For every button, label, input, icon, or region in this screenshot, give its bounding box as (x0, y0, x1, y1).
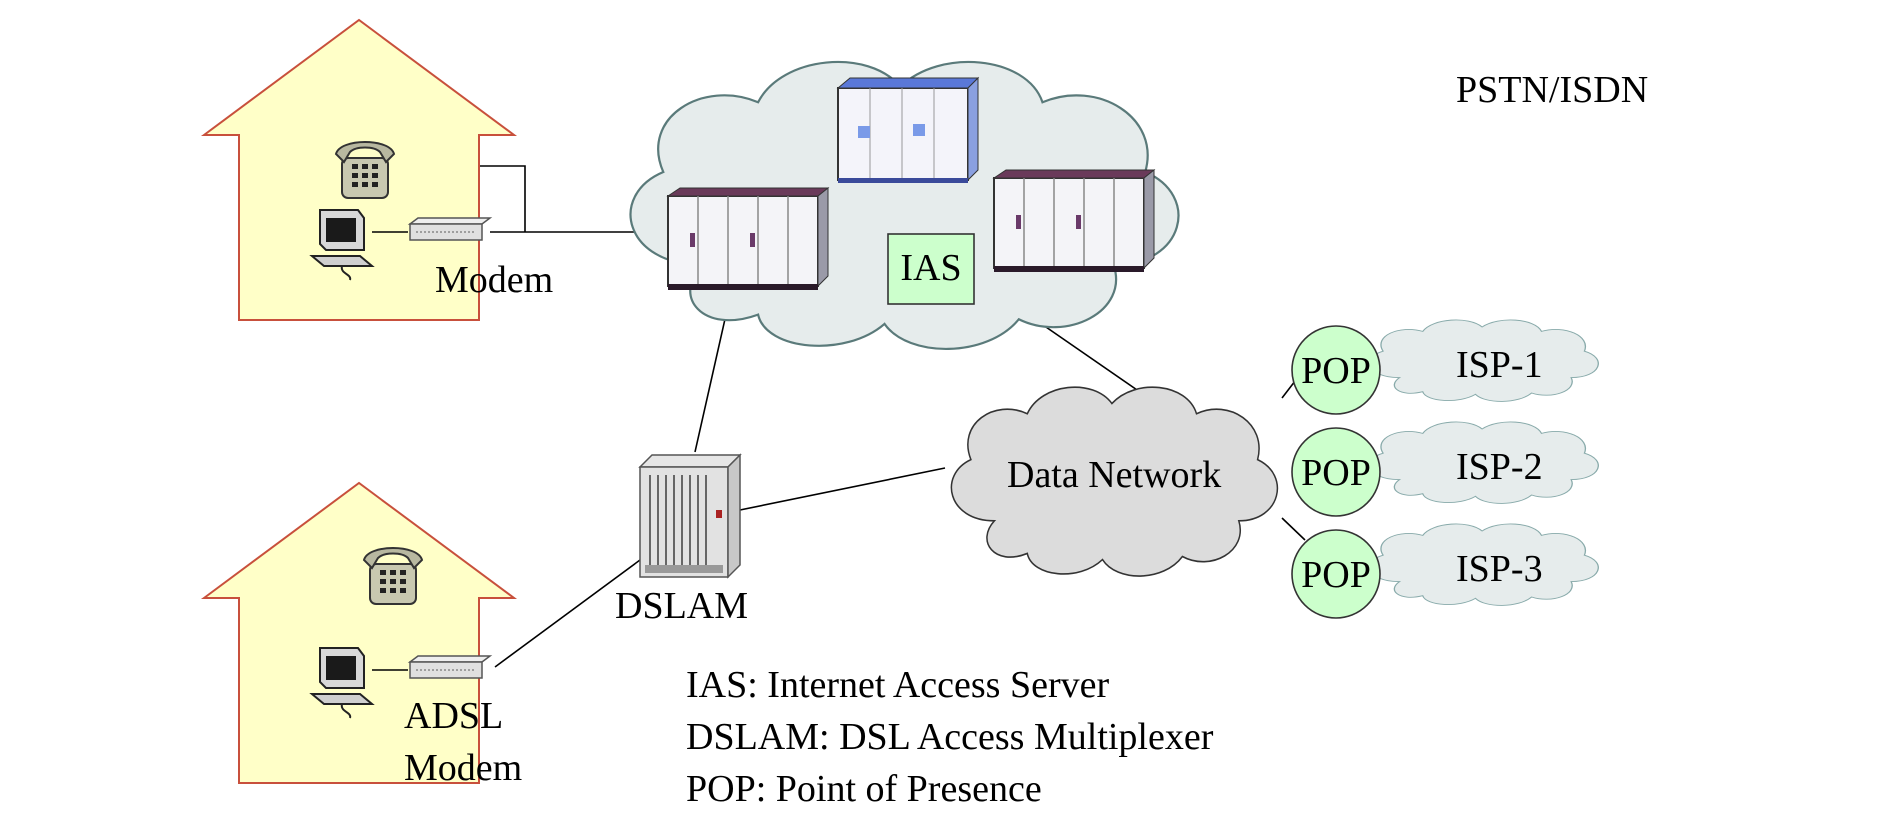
pstn-label: PSTN/ISDN (1456, 69, 1648, 111)
legend: IAS: Internet Access Server DSLAM: DSL A… (686, 664, 1214, 810)
pop-label: POP (1301, 452, 1371, 494)
isp-label-3: ISP-3 (1456, 548, 1543, 590)
adsl-label-line2: Modem (404, 747, 522, 789)
modem-icon (409, 217, 491, 241)
isp-label-2: ISP-2 (1456, 446, 1543, 488)
modem-icon (409, 655, 491, 679)
switch-icon (993, 169, 1155, 273)
adsl-to-dslam-line (494, 559, 641, 668)
legend-ias: IAS: Internet Access Server (686, 664, 1109, 706)
house-bottom (203, 482, 515, 784)
datanet-to-pop3-line (1281, 517, 1306, 541)
ias-label: IAS (900, 247, 961, 289)
pop-label: POP (1301, 554, 1371, 596)
switch-icon (667, 187, 829, 291)
legend-dslam: DSLAM: DSL Access Multiplexer (686, 716, 1214, 758)
switch-icon (836, 76, 980, 183)
dslam-label: DSLAM (615, 585, 748, 627)
modem-label: Modem (435, 259, 553, 301)
isp-label-1: ISP-1 (1456, 344, 1543, 386)
legend-pop: POP: Point of Presence (686, 768, 1042, 810)
ias-box: IAS (887, 233, 975, 305)
pop-node-1: POP (1291, 325, 1381, 415)
dslam-icon (638, 453, 742, 579)
pop-nodes: POP POP POP (1291, 325, 1381, 619)
dslam-to-datanet-line (739, 467, 946, 511)
pop-node-2: POP (1291, 427, 1381, 517)
data-network-label: Data Network (1007, 454, 1221, 496)
house-icon (203, 482, 515, 784)
pop-label: POP (1301, 350, 1371, 392)
pop-node-3: POP (1291, 529, 1381, 619)
adsl-label-line1: ADSL (404, 695, 503, 737)
